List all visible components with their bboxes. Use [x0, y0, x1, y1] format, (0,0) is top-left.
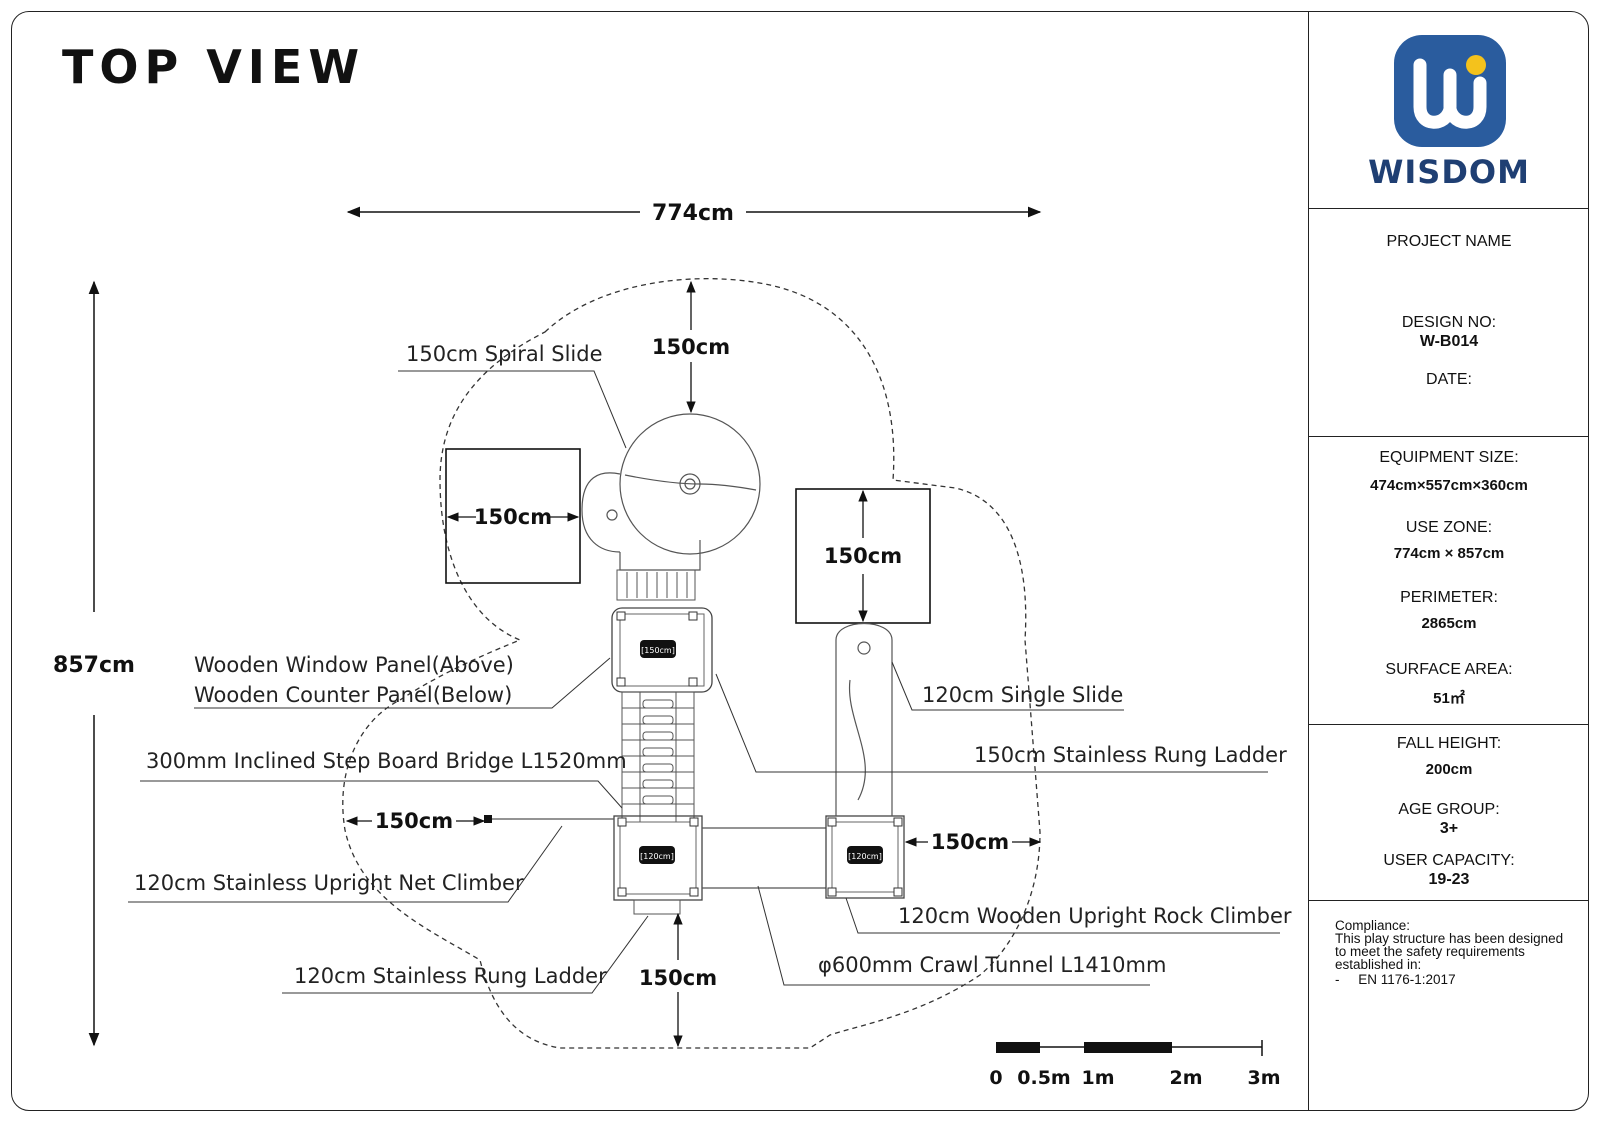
age-group-label: AGE GROUP:: [1398, 801, 1500, 818]
spiral-exit-zone: [445, 448, 581, 584]
design-no-label: DESIGN NO:: [1401, 314, 1497, 331]
overall-width-label: 774cm: [652, 201, 734, 226]
scale-label-05: 0.5m: [1017, 1067, 1070, 1089]
callout-rung-ladder-120: 120cm Stainless Rung Ladder: [294, 964, 607, 988]
info-panel: WISDOM PROJECT NAME DESIGN NO: W-B014 DA…: [1308, 11, 1589, 1111]
scale-bar: 0 0.5m 1m 2m 3m: [989, 1040, 1281, 1089]
compliance-text-2: to meet the safety requirements: [1335, 944, 1525, 959]
upper-platform: [150cm]: [611, 607, 713, 693]
leader-rock-climber: [845, 897, 1280, 934]
compliance-text-1: This play structure has been designed: [1335, 931, 1564, 946]
use-zone-outline: [342, 278, 1041, 1049]
perimeter-label: PERIMETER:: [1400, 589, 1498, 606]
upper-steps: [616, 569, 696, 601]
project-name-label: PROJECT NAME: [1386, 233, 1512, 250]
spiral-slide: [581, 413, 761, 571]
user-capacity-label: USER CAPACITY:: [1383, 852, 1515, 869]
equipment-size-value: 474cm×557cm×360cm: [1370, 477, 1528, 494]
leader-net-climber: [128, 825, 563, 903]
surface-area-label: SURFACE AREA:: [1385, 661, 1513, 678]
leader-step-bridge: [140, 780, 623, 809]
compliance-section: Compliance: This play structure has been…: [1309, 919, 1589, 1019]
age-group-value: 3+: [1439, 820, 1459, 837]
callout-rung-ladder-150: 150cm Stainless Rung Ladder: [974, 743, 1287, 767]
leader-spiral-slide: [398, 370, 627, 449]
fall-height-value: 200cm: [1425, 761, 1473, 778]
fall-height-label: FALL HEIGHT:: [1396, 735, 1502, 752]
callout-step-bridge: 300mm Inclined Step Board Bridge L1520mm: [146, 749, 627, 773]
callout-rock-climber: 120cm Wooden Upright Rock Climber: [898, 904, 1292, 928]
lower-right-platform: [120cm]: [825, 815, 905, 899]
user-capacity-value: 19-23: [1428, 871, 1470, 888]
size-section: EQUIPMENT SIZE: 474cm×557cm×360cm USE ZO…: [1309, 437, 1589, 725]
leader-window-panel: [194, 657, 611, 709]
lower-left-platform-tag: [120cm]: [640, 852, 674, 861]
drawing-frame: [11, 11, 1589, 1111]
leader-single-slide: [891, 661, 1124, 711]
page-title: TOP VIEW: [62, 40, 366, 94]
design-no-value: W-B014: [1419, 333, 1479, 350]
callout-window-panel: Wooden Window Panel(Above): [194, 653, 514, 677]
left-box-clearance-label: 150cm: [474, 505, 552, 529]
leader-rung-ladder-120: [282, 915, 649, 994]
wisdom-logo-icon: [1394, 35, 1506, 147]
leader-rung-ladder-150: [715, 673, 1268, 773]
bottom-clearance-label: 150cm: [639, 966, 717, 990]
right-box-clearance-label: 150cm: [824, 544, 902, 568]
single-slide: [835, 622, 893, 816]
lower-left-platform: [120cm]: [613, 815, 703, 915]
scale-label-3: 3m: [1247, 1067, 1280, 1089]
callout-net-climber: 120cm Stainless Upright Net Climber: [134, 871, 524, 895]
logo-section: WISDOM: [1309, 11, 1589, 209]
use-zone-value: 774cm × 857cm: [1393, 545, 1505, 562]
lower-right-platform-tag: [120cm]: [848, 852, 882, 861]
callout-crawl-tunnel: φ600mm Crawl Tunnel L1410mm: [818, 953, 1166, 977]
top-clearance-label: 150cm: [652, 335, 730, 359]
safety-section: FALL HEIGHT: 200cm AGE GROUP: 3+ USER CA…: [1309, 725, 1589, 901]
compliance-standard: - EN 1176-1:2017: [1335, 972, 1456, 987]
equipment-size-label: EQUIPMENT SIZE:: [1379, 449, 1519, 466]
leader-crawl-tunnel: [757, 885, 1150, 986]
compliance-label: Compliance:: [1335, 918, 1411, 933]
right-clearance-label: 150cm: [931, 830, 1009, 854]
top-view-drawing: 774cm 857cm 150cm 150cm 150cm: [53, 201, 1292, 1089]
overall-height-label: 857cm: [53, 653, 135, 678]
callout-single-slide: 120cm Single Slide: [922, 683, 1123, 707]
scale-label-1: 1m: [1081, 1067, 1114, 1089]
callout-counter-panel: Wooden Counter Panel(Below): [194, 683, 512, 707]
upper-platform-tag: [150cm]: [641, 646, 675, 655]
surface-area-value: 51㎡: [1433, 690, 1465, 707]
project-section: PROJECT NAME DESIGN NO: W-B014 DATE:: [1309, 209, 1589, 437]
crawl-tunnel: [702, 827, 826, 889]
left-clearance-label: 150cm: [375, 809, 453, 833]
compliance-text-3: established in:: [1335, 957, 1422, 972]
date-label: DATE:: [1426, 371, 1472, 388]
scale-label-2: 2m: [1169, 1067, 1202, 1089]
step-board-bridge: [621, 691, 695, 823]
use-zone-label: USE ZONE:: [1405, 519, 1493, 536]
scale-label-0: 0: [989, 1067, 1002, 1089]
callout-spiral-slide: 150cm Spiral Slide: [406, 342, 603, 366]
brand-name: WISDOM: [1368, 153, 1530, 191]
perimeter-value: 2865cm: [1421, 615, 1477, 632]
